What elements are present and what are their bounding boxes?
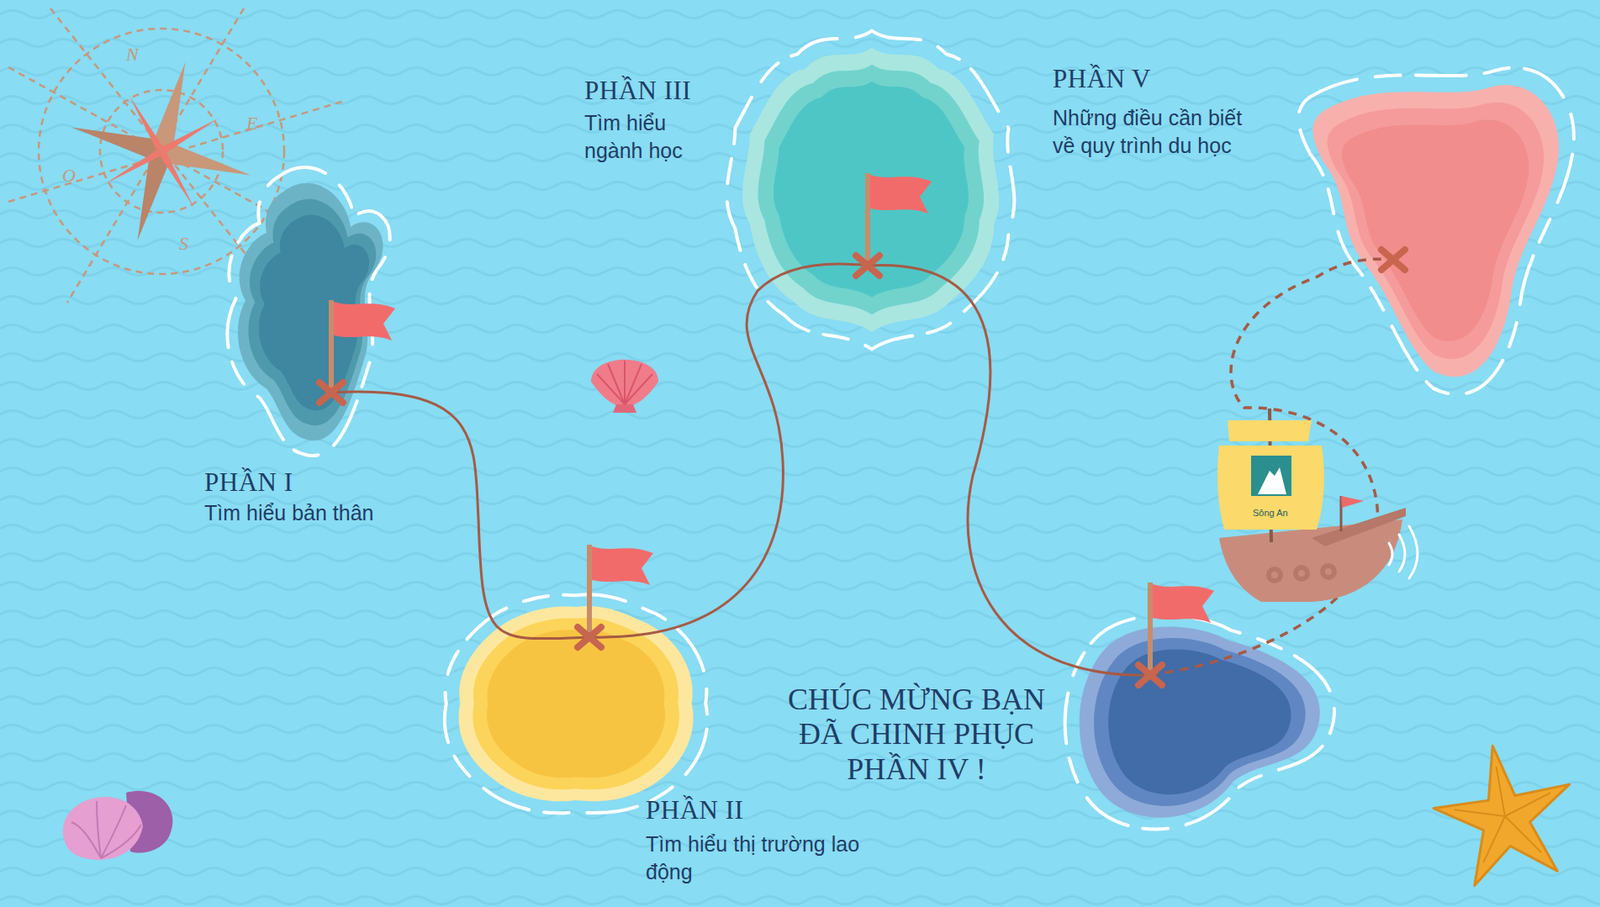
island-shape xyxy=(447,598,705,809)
compass-letter: E xyxy=(246,112,258,135)
island: PHẦN IITìm hiểu thị trường lao động xyxy=(447,598,705,809)
ship xyxy=(1217,408,1418,602)
compass-letter: S xyxy=(179,232,189,255)
part-heading: PHẦN II xyxy=(645,795,744,826)
route-line xyxy=(589,264,868,638)
compass-star xyxy=(47,37,275,265)
ship-logo-text: Sông An xyxy=(1252,507,1289,518)
congrats-text: CHÚC MỪNG BẠN ĐÃ CHINH PHỤC PHẦN IV ! xyxy=(765,682,1068,787)
island-shape xyxy=(733,38,1011,338)
island-shape xyxy=(1295,60,1572,399)
island: PHẦN VNhững điều cần biết về quy trình d… xyxy=(1295,60,1572,399)
part-heading: PHẦN I xyxy=(204,467,293,498)
dashed-route xyxy=(1150,258,1394,676)
part-heading: PHẦN III xyxy=(584,75,692,106)
starfish xyxy=(1424,733,1584,891)
part-description: Tìm hiểu ngành học xyxy=(584,109,698,164)
island: PHẦN ITìm hiểu bản thân xyxy=(220,168,431,463)
island: PHẦN IIITìm hiểu ngành học xyxy=(733,38,1011,338)
part-description: Tìm hiểu bản thân xyxy=(204,499,375,528)
part-description: Tìm hiểu thị trường lao động xyxy=(645,830,861,886)
island: CHÚC MỪNG BẠN ĐÃ CHINH PHỤC PHẦN IV ! xyxy=(1061,605,1339,838)
shells xyxy=(63,791,174,861)
compass-letter: O xyxy=(62,164,76,187)
part-description: Những điều cần biết về quy trình du học xyxy=(1052,104,1270,159)
compass-letter: N xyxy=(126,43,139,66)
part-heading: PHẦN V xyxy=(1052,63,1152,95)
route-line xyxy=(867,264,1151,676)
island-shape xyxy=(220,168,431,463)
island-shape xyxy=(1061,605,1339,838)
shell xyxy=(591,359,659,413)
